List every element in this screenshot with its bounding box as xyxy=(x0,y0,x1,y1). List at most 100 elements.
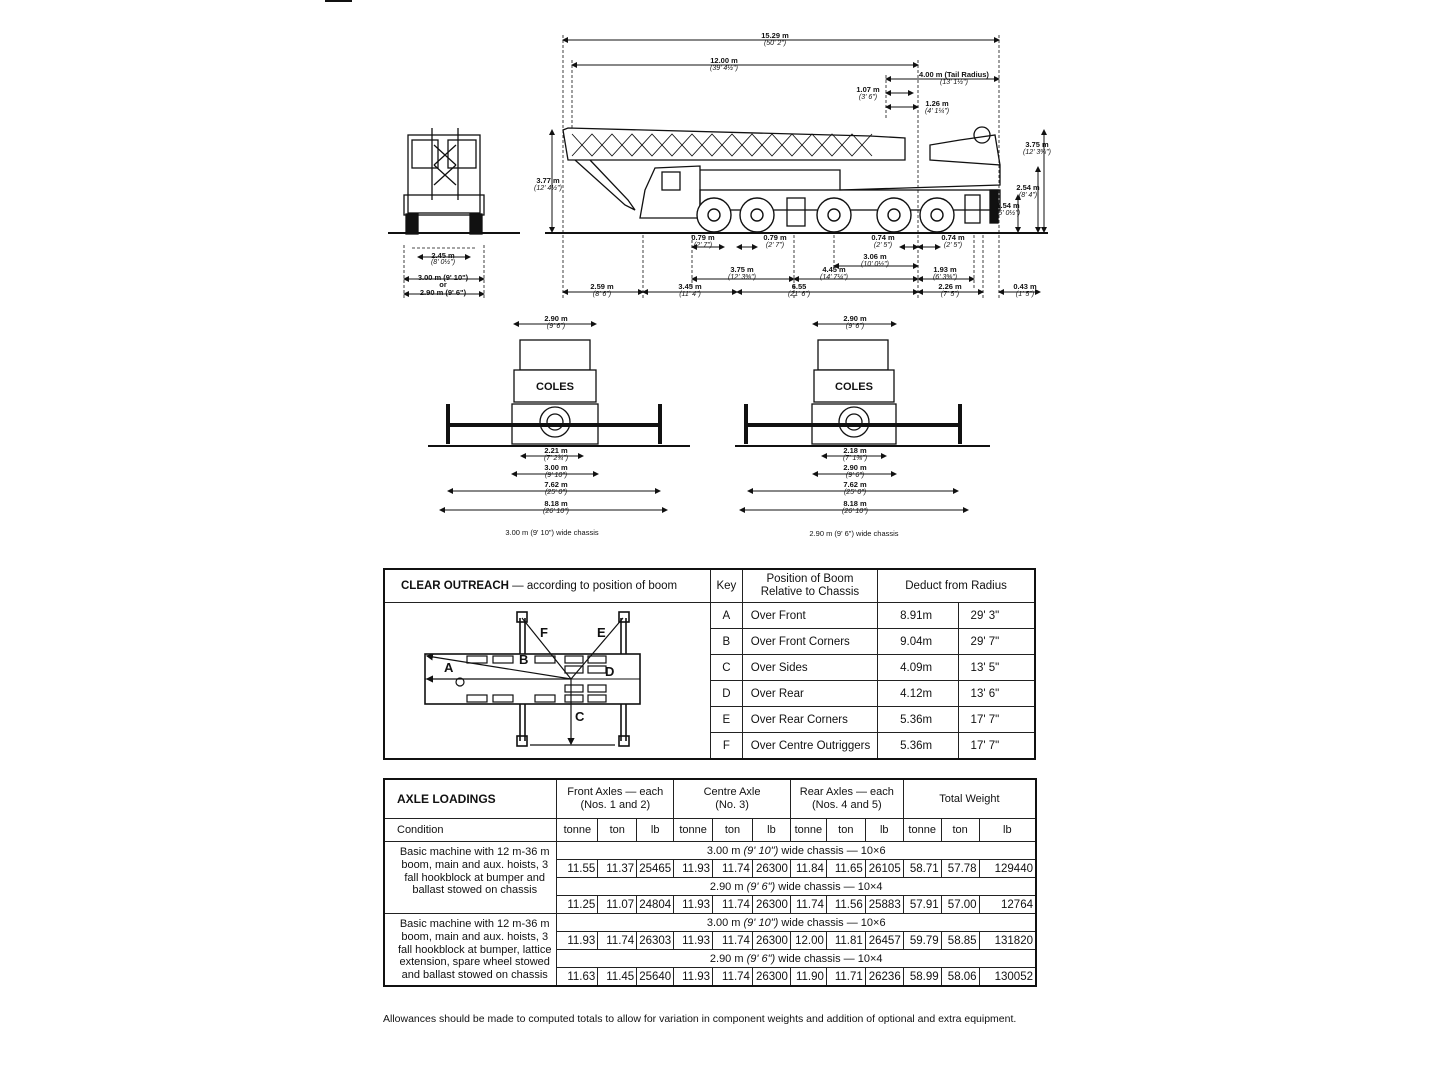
chassis-variant-heading: 3.00 m (9' 10") wide chassis — 10×6 xyxy=(556,913,1037,932)
load-value: 11.71 xyxy=(825,967,866,987)
crane-dimension-drawings: COLES COLES 3.00 m (9' 10") wide chassis… xyxy=(325,0,1051,538)
dim-metric: 3.06 m xyxy=(863,252,887,261)
dim-metric: 2.21 m xyxy=(544,446,568,455)
table-row: F Over Centre Outriggers 5.36m 17' 7" xyxy=(384,732,1036,760)
unit-header: lb xyxy=(978,818,1037,842)
load-value: 11.74 xyxy=(712,859,753,878)
load-value: 11.07 xyxy=(597,895,638,914)
dim-imperial: (4' 1¼") xyxy=(925,108,949,115)
row-position: Over Centre Outriggers xyxy=(741,732,879,760)
row-deduct-ft: 17' 7" xyxy=(957,706,1036,733)
unit-header: ton xyxy=(712,818,753,842)
load-value: 11.93 xyxy=(556,931,599,950)
load-value: 11.55 xyxy=(556,859,599,878)
dim-imperial: (8' 4") xyxy=(1019,192,1037,199)
load-value: 12764 xyxy=(978,895,1037,914)
dim-label: 2.90 m (9' 6") xyxy=(420,288,467,297)
outrigger-view-3m-chassis xyxy=(428,321,690,513)
load-value: 11.84 xyxy=(789,859,827,878)
load-value: 11.45 xyxy=(597,967,638,987)
unit-header: tonne xyxy=(789,818,827,842)
row-deduct-m: 4.09m xyxy=(877,654,959,681)
dim-metric: 2.45 m xyxy=(431,251,455,260)
row-key: F xyxy=(710,732,743,760)
dim-metric: 12.00 m xyxy=(710,56,738,65)
dim-imperial: (9' 6") xyxy=(846,472,864,479)
dim-imperial: (2' 7") xyxy=(766,242,784,249)
load-value: 58.71 xyxy=(902,859,942,878)
row-position: Over Sides xyxy=(741,654,879,681)
dim-metric: 6.55 xyxy=(792,282,807,291)
load-value: 57.00 xyxy=(940,895,980,914)
load-value: 59.79 xyxy=(902,931,942,950)
dim-imperial: (14' 7¼") xyxy=(820,274,848,281)
row-key: C xyxy=(710,654,743,681)
dim-imperial: (2' 7") xyxy=(694,242,712,249)
load-value: 26300 xyxy=(751,859,791,878)
diagram-label-d: D xyxy=(605,664,615,679)
load-value: 11.74 xyxy=(712,967,753,987)
row-position: Over Front xyxy=(741,602,879,629)
condition-description: Basic machine with 12 m-36 m boom, main … xyxy=(383,913,558,986)
load-value: 24804 xyxy=(636,895,675,914)
load-value: 26303 xyxy=(636,931,675,950)
dim-imperial: (13' 1½") xyxy=(940,78,968,86)
dim-metric: 3.77 m xyxy=(536,176,560,185)
load-value: 11.56 xyxy=(825,895,866,914)
chassis-variant-heading: 2.90 m (9' 6") wide chassis — 10×4 xyxy=(556,877,1037,896)
group-header-rear: Rear Axles — each(Nos. 4 and 5) xyxy=(789,778,904,819)
load-value: 11.93 xyxy=(673,859,714,878)
dim-metric: 4.00 m (Tail Radius) xyxy=(919,70,989,79)
axle-loadings-title: AXLE LOADINGS xyxy=(383,778,558,819)
load-value: 58.85 xyxy=(940,931,980,950)
deduct-header: Deduct from Radius xyxy=(877,568,1036,603)
row-deduct-m: 8.91m xyxy=(877,602,959,629)
dim-imperial: (12' 3⅝") xyxy=(1023,149,1051,156)
dim-metric: 1.26 m xyxy=(925,99,949,108)
row-deduct-m: 5.36m xyxy=(877,706,959,733)
unit-header: lb xyxy=(751,818,791,842)
load-value: 58.06 xyxy=(940,967,980,987)
diagram-label-b: B xyxy=(519,652,529,667)
dim-imperial: (25' 0") xyxy=(844,489,866,496)
dim-imperial: (6' 3⅝") xyxy=(933,274,957,281)
coles-logo: COLES xyxy=(835,381,873,393)
dim-imperial: (8' 0½") xyxy=(431,258,455,266)
load-value: 26236 xyxy=(864,967,904,987)
dim-or: or xyxy=(439,280,447,289)
axle-loadings-table: AXLE LOADINGS Front Axles — each(Nos. 1 … xyxy=(383,778,1037,987)
dim-imperial: (11' 4") xyxy=(679,291,701,298)
load-value: 11.63 xyxy=(556,967,599,987)
dim-imperial: (39' 4½") xyxy=(710,64,738,72)
dim-metric: 7.62 m xyxy=(544,480,568,489)
coles-logo: COLES xyxy=(536,381,574,393)
dim-imperial: (26' 10") xyxy=(543,508,569,515)
outrigger-caption: 3.00 m (9' 10") wide chassis xyxy=(505,528,599,537)
load-value: 11.65 xyxy=(825,859,866,878)
table-row: B Over Front Corners 9.04m 29' 7" xyxy=(384,628,1036,655)
key-header: Key xyxy=(710,568,743,603)
unit-header: lb xyxy=(636,818,675,842)
load-value: 25883 xyxy=(864,895,904,914)
load-value: 11.25 xyxy=(556,895,599,914)
load-value: 58.99 xyxy=(902,967,942,987)
boom-position-diagram: A B C D E F xyxy=(383,602,711,760)
row-key: A xyxy=(710,602,743,629)
load-value: 11.93 xyxy=(673,931,714,950)
load-value: 26105 xyxy=(864,859,904,878)
table-row: D Over Rear 4.12m 13' 6" xyxy=(384,680,1036,707)
unit-header: ton xyxy=(825,818,866,842)
row-deduct-ft: 29' 7" xyxy=(957,628,1036,655)
load-value: 11.93 xyxy=(673,967,714,987)
load-value: 130052 xyxy=(978,967,1037,987)
dim-metric: 0.43 m xyxy=(1013,282,1037,291)
dim-imperial: (7' 2¾") xyxy=(544,455,568,462)
unit-header: tonne xyxy=(556,818,599,842)
dim-label: 3.00 m (9' 10") xyxy=(418,273,469,282)
row-deduct-ft: 13' 5" xyxy=(957,654,1036,681)
row-deduct-ft: 29' 3" xyxy=(957,602,1036,629)
dim-metric: 3.45 m xyxy=(678,282,702,291)
